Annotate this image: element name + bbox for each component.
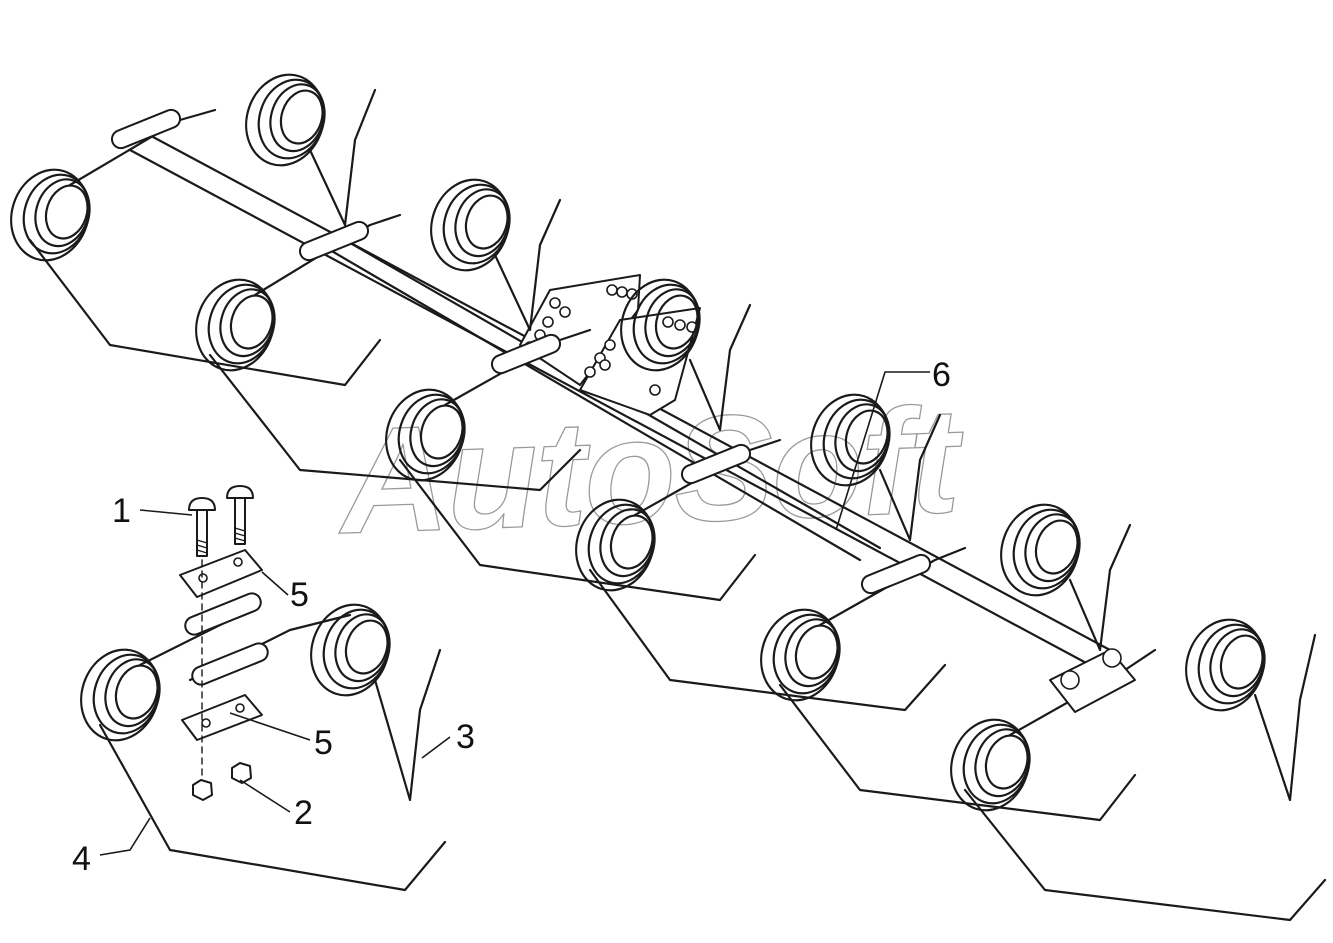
leader-lines: [99, 371, 930, 856]
callout-labels: 1 2 3 4 5 5 6: [72, 356, 951, 878]
callout-5-lower: 5: [314, 724, 333, 762]
callout-4: 4: [72, 840, 91, 878]
exploded-tine-assembly: [68, 485, 447, 892]
callout-3: 3: [456, 718, 475, 756]
callout-5-upper: 5: [290, 576, 309, 614]
tine-pair-1: [0, 63, 382, 387]
callout-1: 1: [112, 492, 131, 530]
callout-6: 6: [932, 356, 951, 394]
tine-pair-6: [938, 608, 1327, 922]
tine-pair-5: [748, 493, 1137, 822]
callout-2: 2: [294, 794, 313, 832]
